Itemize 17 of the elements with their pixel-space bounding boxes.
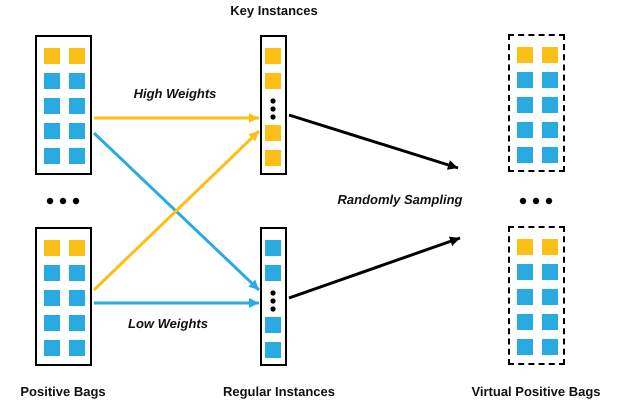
arrow [288, 236, 460, 300]
virtual-bag-box [508, 34, 565, 172]
column-heading: Positive Bags [20, 384, 106, 399]
edge-label: Low Weights [126, 316, 210, 331]
instance-column-box [260, 227, 287, 366]
column-heading: Key Instances [230, 3, 318, 18]
instance-column-box [260, 35, 287, 175]
bag-box [35, 35, 92, 175]
arrow [94, 113, 259, 123]
arrow [94, 298, 259, 308]
arrow [288, 114, 458, 170]
bag-box [35, 227, 92, 366]
column-heading: Regular Instances [223, 384, 335, 399]
arrow-label: Randomly Sampling [338, 192, 462, 207]
virtual-bag-box [508, 226, 565, 365]
edge-label: High Weights [132, 86, 218, 101]
column-heading: Virtual Positive Bags [471, 384, 601, 399]
